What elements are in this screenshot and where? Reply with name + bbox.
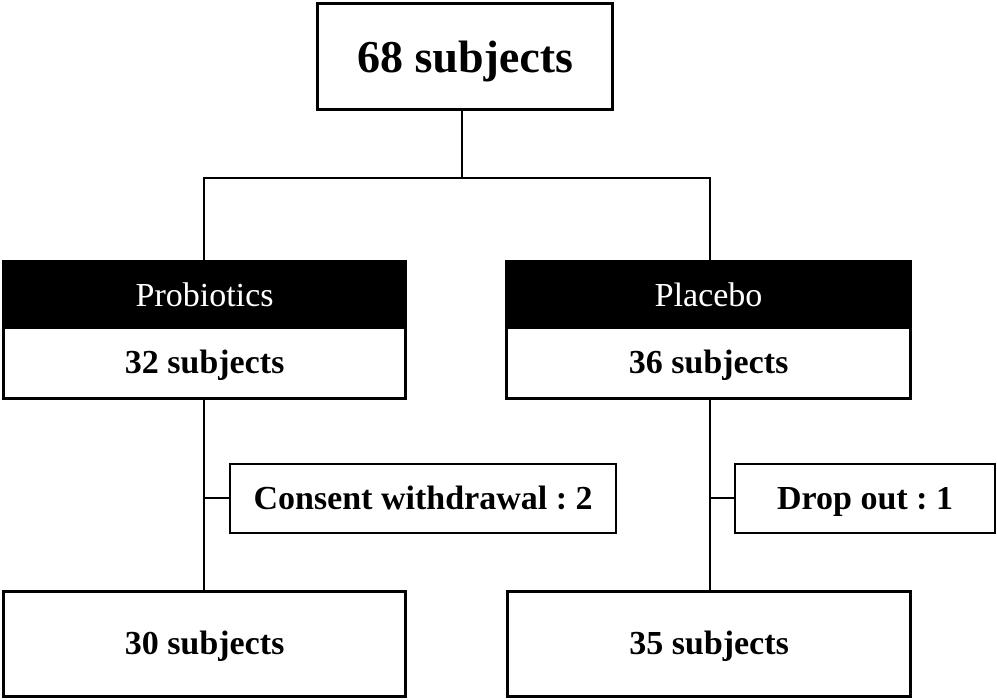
connector-horizontal <box>203 177 711 179</box>
total-subjects-box: 68 subjects <box>316 2 614 111</box>
probiotics-final-box: 30 subjects <box>2 590 407 698</box>
probiotics-header: Probiotics <box>5 263 404 329</box>
placebo-final-box: 35 subjects <box>506 590 912 698</box>
probiotics-exclusion-label: Consent withdrawal : 2 <box>253 479 593 517</box>
connector-left-vertical <box>203 398 205 592</box>
total-subjects-label: 68 subjects <box>357 31 573 82</box>
placebo-header-label: Placebo <box>654 277 763 314</box>
probiotics-group-box: Probiotics 32 subjects <box>2 260 407 400</box>
connector-left-drop <box>203 177 205 261</box>
connector-right-branch <box>709 497 735 499</box>
placebo-header: Placebo <box>508 263 909 329</box>
probiotics-exclusion-box: Consent withdrawal : 2 <box>229 463 617 534</box>
probiotics-header-label: Probiotics <box>135 277 274 314</box>
probiotics-final-label: 30 subjects <box>124 625 285 662</box>
placebo-count-label: 36 subjects <box>628 344 789 381</box>
placebo-exclusion-box: Drop out : 1 <box>734 463 996 534</box>
placebo-count: 36 subjects <box>508 329 909 397</box>
connector-right-drop <box>709 177 711 261</box>
placebo-exclusion-label: Drop out : 1 <box>777 479 953 517</box>
placebo-final-label: 35 subjects <box>629 625 789 662</box>
connector-top-stem <box>461 110 463 178</box>
probiotics-count-label: 32 subjects <box>124 344 285 381</box>
probiotics-count: 32 subjects <box>5 329 404 397</box>
placebo-group-box: Placebo 36 subjects <box>505 260 912 400</box>
connector-right-vertical <box>709 398 711 592</box>
connector-left-branch <box>203 497 231 499</box>
